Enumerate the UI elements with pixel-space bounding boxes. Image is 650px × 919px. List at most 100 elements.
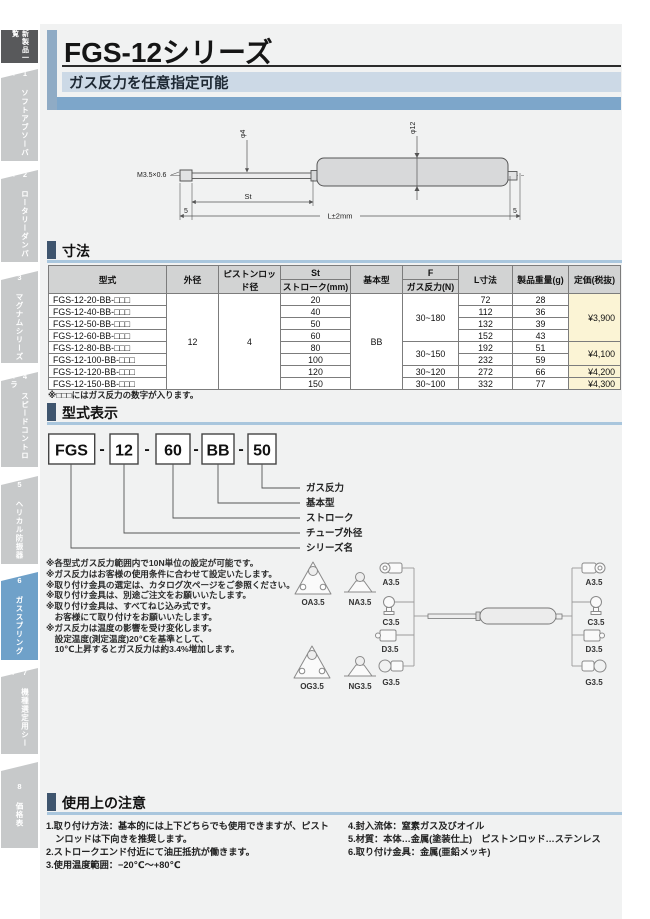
stroke-dim-label: St: [244, 192, 252, 201]
model-cell: FGS-12-60-BB-□□□: [48, 329, 167, 342]
na-fitting-icon: [344, 572, 376, 593]
separator-dash: -: [99, 441, 104, 458]
label-tube-od: チューブ外径: [306, 527, 363, 539]
l-cell: 152: [458, 329, 513, 342]
stroke-cell: 120: [280, 365, 351, 378]
separator-dash: -: [238, 441, 243, 458]
gas-spring-technical-drawing: φ4 φ12 St L±2mm 5 5 M3.5×0.6: [137, 122, 527, 221]
sidebar-tab-speed-controller[interactable]: 4 スピードコントローラ: [1, 372, 38, 467]
table-footnote: ※□□□にはガス反力の数字が入ります。: [48, 390, 199, 400]
sidebar-tab-gas-spring-active[interactable]: 6 ガススプリング: [1, 572, 38, 660]
l-cell: 232: [458, 353, 513, 366]
usage-notes-left-column: 1.取り付け方法：基本的には上下どちらでも使用できますが、ピスト ンロッドは下向…: [46, 820, 351, 872]
note-line: ※ガス反力は温度の影響を受け変化します。: [46, 622, 217, 633]
a-fitting-icon-rod: [379, 562, 403, 574]
length-dim-label: L±2mm: [328, 212, 353, 221]
fitting-label-ng: NG3.5: [348, 682, 372, 691]
fitting-connector-lines: [395, 567, 590, 667]
usage-line: 5.材質：本体…金属(塗装仕上) ピストンロッド…ステンレス: [348, 834, 601, 844]
fitting-label-og: OG3.5: [300, 682, 324, 691]
sidebar-tab-price-list[interactable]: 8 価格表: [1, 762, 38, 848]
mounting-fittings-diagram: OA3.5 NA3.5 OG3.5 NG3.5 A3.5 C3.5 D3.5 G…: [293, 561, 607, 691]
weight-cell: 39: [512, 317, 569, 330]
col-header-od: 外径: [166, 265, 219, 294]
model-cell: FGS-12-120-BB-□□□: [48, 365, 167, 378]
model-cell: FGS-12-150-BB-□□□: [48, 377, 167, 390]
note-line: ※ガス反力はお客様の使用条件に合わせて設定いたします。: [46, 568, 277, 579]
c-fitting-icon-rod: [383, 596, 395, 615]
col-header-price: 定価(税抜): [568, 265, 621, 294]
segment-od: 12: [115, 443, 133, 460]
leader-line-od: [123, 464, 300, 534]
table-row: FGS-12-60-BB-□□□ 60 152 43: [48, 329, 621, 342]
g-fitting-icon-rod: [378, 659, 404, 673]
rod-dia-label: φ4: [240, 129, 247, 138]
sidebar-tab-rotary-damper[interactable]: 2 ロータリーダンパー: [1, 170, 38, 262]
table-row: FGS-12-150-BB-□□□ 150 30~100 332 77 ¥4,3…: [48, 377, 621, 390]
table-row: FGS-12-40-BB-□□□ 40 112 36: [48, 305, 621, 318]
segment-box-stroke: [155, 433, 191, 465]
notes-list: ※各型式ガス反力範囲内で10N単位の設定が可能です。 ※ガス反力はお客様の使用条…: [46, 558, 298, 655]
weight-cell: 43: [512, 329, 569, 342]
sidebar-tab-selection-sheet[interactable]: 7 機種選定用シート: [1, 668, 38, 754]
price-cell: ¥4,300: [568, 377, 621, 390]
l-cell: 72: [458, 293, 513, 306]
fitting-label-na: NA3.5: [349, 598, 372, 607]
sidebar-tab-magnum-series[interactable]: 3 マグナムシリーズ: [1, 271, 38, 363]
fitting-label-c-rod: C3.5: [383, 618, 400, 627]
col-header-force: F: [402, 265, 459, 280]
right-end-dim-label: 5: [513, 208, 517, 215]
note-line: ※取り付け金具は、別途ご注文をお願いいたします。: [46, 590, 252, 601]
usage-line: 6.取り付け金具：金属(亜鉛メッキ): [348, 847, 491, 857]
oa-fitting-icon: [294, 561, 332, 595]
usage-line: ンロッドは下向きを推奨します。: [46, 834, 193, 844]
segment-force: 50: [253, 443, 271, 460]
l-cell: 132: [458, 317, 513, 330]
sidebar-tab-helical-isolator[interactable]: 5 ヘリカル防振器: [1, 476, 38, 564]
sidebar-tab-new-products[interactable]: 新製品一覧: [1, 30, 38, 63]
table-row: FGS-12-80-BB-□□□ 80 30~150 192 51 ¥4,100: [48, 341, 621, 366]
force-cell: 30~100: [402, 377, 459, 390]
sidebar-tab-soft-absorber[interactable]: 1 ソフトアブソーバー: [1, 69, 38, 161]
g-fitting-icon-body: [581, 659, 607, 673]
fitting-label-oa: OA3.5: [301, 598, 325, 607]
table-row: FGS-12-120-BB-□□□ 120 30~120 272 66 ¥4,2…: [48, 365, 621, 378]
segment-box-series: [48, 433, 96, 465]
separator-dash: -: [193, 441, 198, 458]
cylinder-body: [316, 157, 509, 187]
table-row: FGS-12-50-BB-□□□ 50 132 39: [48, 317, 621, 330]
d-fitting-icon-rod: [375, 629, 397, 642]
model-cell: FGS-12-40-BB-□□□: [48, 305, 167, 318]
fitting-label-c-body: C3.5: [588, 618, 605, 627]
thread-end-right: [507, 171, 518, 181]
label-series-name: シリーズ名: [306, 542, 353, 554]
fitting-label-a-body: A3.5: [586, 578, 603, 587]
od-cell: 12: [166, 293, 219, 390]
page-subtitle: ガス反力を任意指定可能: [69, 75, 229, 92]
section-underline: [47, 422, 622, 425]
leader-line-stroke: [172, 464, 300, 519]
usage-line: 2.ストロークエンド付近にて油圧抵抗が働きます。: [46, 847, 255, 857]
label-stroke: ストローク: [306, 513, 354, 524]
header-accent-bar-vertical: [47, 30, 57, 110]
fitting-label-d-rod: D3.5: [382, 645, 399, 654]
model-cell: FGS-12-100-BB-□□□: [48, 353, 167, 366]
dimensions-section-header: 寸法: [47, 240, 622, 263]
segment-series: FGS: [55, 443, 88, 460]
title-underline: [62, 65, 621, 67]
gas-spring-small-drawing: [427, 607, 563, 625]
col-header-model: 型式: [48, 265, 167, 294]
l-cell: 272: [458, 365, 513, 378]
separator-dash: -: [144, 441, 149, 458]
fitting-label-a-rod: A3.5: [383, 578, 400, 587]
col-header-l: L寸法: [458, 265, 513, 294]
stroke-cell: 50: [280, 317, 351, 330]
dimensions-section-title: 寸法: [62, 243, 90, 259]
note-line: 10℃上昇するとガス反力は約3.4%増加します。: [46, 644, 240, 655]
stroke-cell: 150: [280, 377, 351, 390]
stroke-cell: 20: [280, 293, 351, 306]
label-gas-force: ガス反力: [306, 482, 344, 494]
note-line: お客様にて取り付けをお願いいたします。: [46, 611, 218, 622]
page-title: FGS-12シリーズ: [64, 37, 273, 68]
note-line: 設定温度(測定温度)20℃を基準として、: [46, 633, 209, 644]
